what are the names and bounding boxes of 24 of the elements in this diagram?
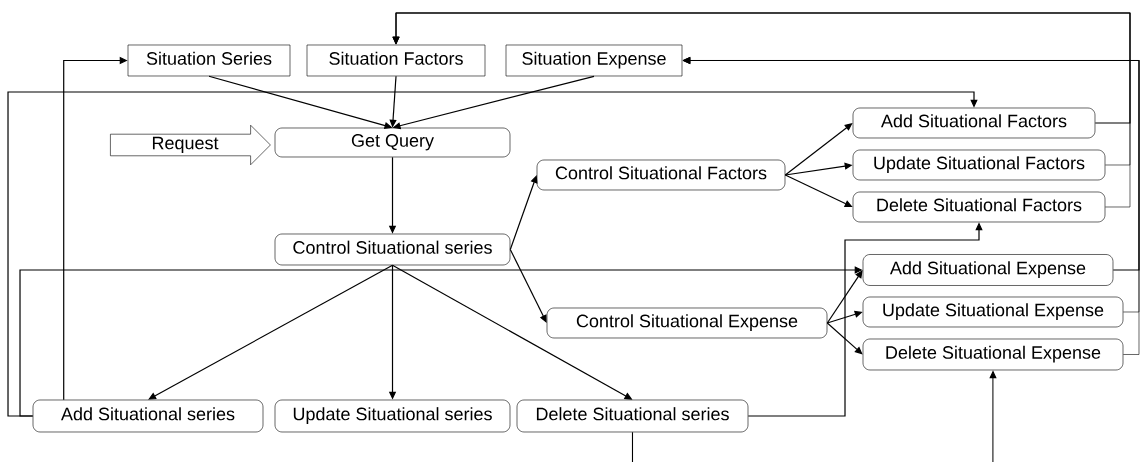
- process-box: Update Situational series: [274, 399, 511, 433]
- process-box: Delete Situational Factors: [852, 191, 1106, 223]
- arrow: [509, 248, 547, 323]
- process-box: Add Situational Factors: [852, 107, 1096, 139]
- process-box: Add Situational series: [32, 399, 264, 433]
- arrow: [148, 264, 394, 400]
- process-box: Delete Situational Expense: [862, 338, 1124, 371]
- process-box: Control Situational series: [274, 233, 511, 266]
- process-box: Control Situational Expense: [546, 307, 828, 339]
- process-box: Delete Situational series: [516, 399, 749, 433]
- data-box: Situation Expense: [505, 44, 683, 77]
- data-box: Situation Series: [127, 44, 291, 77]
- process-box: Update Situational Expense: [862, 296, 1124, 328]
- arrow: [784, 123, 853, 176]
- process-box: Control Situational Factors: [536, 159, 786, 191]
- arrow: [509, 175, 538, 251]
- arrow: [7, 91, 978, 417]
- arrow: [826, 322, 863, 355]
- arrow: [826, 270, 863, 324]
- data-box: Situation Factors: [306, 44, 486, 77]
- process-box: Get Query: [274, 127, 511, 158]
- process-box: Update Situational Factors: [852, 149, 1106, 181]
- arrow: [392, 12, 1131, 208]
- process-box: Add Situational Expense: [862, 254, 1114, 286]
